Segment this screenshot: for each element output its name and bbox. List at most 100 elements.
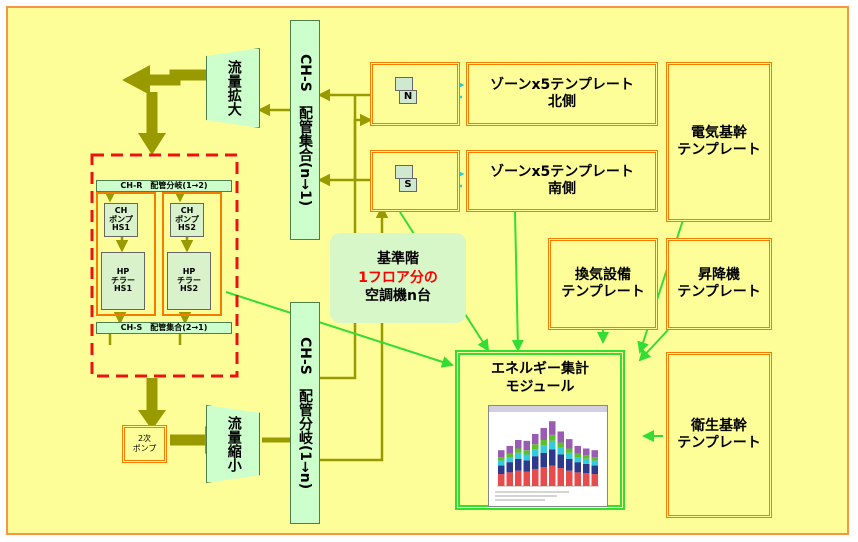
chart-bar-segment bbox=[506, 445, 513, 454]
floor-annotation: 基準階 1フロア分の 空調機n台 bbox=[330, 233, 466, 323]
flow-expand-box: 流量拡大 bbox=[206, 48, 260, 128]
chain-frame-1 bbox=[96, 192, 156, 316]
chart-bar-segment bbox=[523, 460, 530, 472]
chart-bar-segment bbox=[583, 455, 590, 459]
hp-chiller-hs1: HP チラー HS1 bbox=[101, 252, 145, 310]
chart-bar-segment bbox=[566, 448, 573, 453]
chart-bar-segment bbox=[498, 450, 505, 458]
chart-bar-segment bbox=[549, 449, 556, 466]
south-ahu-tag: S bbox=[399, 178, 417, 192]
chart-bar-segment bbox=[498, 460, 505, 466]
chart-bar-segment bbox=[532, 456, 539, 469]
chart-bar-segment bbox=[540, 445, 547, 453]
chart-bar-segment bbox=[506, 453, 513, 458]
sanitary-main-label: 衛生基幹 テンプレート bbox=[677, 417, 761, 452]
heat-source-group-outline bbox=[90, 153, 239, 378]
chain-frame-2 bbox=[162, 192, 222, 316]
ch-pump-hs1-label: CH ポンプ HS1 bbox=[109, 205, 133, 233]
energy-chart bbox=[495, 421, 599, 501]
hp-chiller-hs2-label: HP チラー HS2 bbox=[177, 266, 201, 294]
chs-split-header: CH-S 配管分岐(1→n) bbox=[290, 302, 320, 524]
energy-chart-titlebar bbox=[489, 406, 607, 412]
chart-bar-segment bbox=[591, 460, 598, 466]
flow-expand-label: 流量拡大 bbox=[225, 60, 242, 116]
floor-annotation-line2: 1フロア分の bbox=[358, 269, 438, 286]
hp-chiller-hs1-label: HP チラー HS1 bbox=[111, 266, 135, 294]
north-ahu-tag: N bbox=[399, 90, 417, 104]
floor-annotation-line3: 空調機n台 bbox=[365, 288, 431, 305]
chart-bar-segment bbox=[506, 457, 513, 463]
chs-merge-label: CH-S 配管集合(2→1) bbox=[120, 323, 208, 332]
chart-bar-segment bbox=[557, 447, 564, 455]
secondary-pump-label: 2次 ポンプ bbox=[132, 434, 157, 453]
chart-bar-segment bbox=[583, 473, 590, 486]
chart-bar-segment bbox=[557, 468, 564, 486]
chart-bar-segment bbox=[498, 465, 505, 475]
elevator-template: 昇降機 テンプレート bbox=[666, 238, 772, 330]
chart-bar-segment bbox=[523, 450, 530, 455]
chart-bar-segment bbox=[549, 434, 556, 441]
chart-bar-segment bbox=[591, 457, 598, 461]
chart-bar-segment bbox=[583, 463, 590, 474]
chart-bar-segment bbox=[515, 439, 522, 449]
zone-template-north-label: ゾーンx5テンプレート 北側 bbox=[490, 76, 634, 111]
main-flow-arrows bbox=[122, 65, 290, 454]
chart-bar-segment bbox=[557, 442, 564, 448]
chart-bar-segment bbox=[540, 467, 547, 486]
chs-merge-header: CH-S 配管集合(n→1) bbox=[290, 20, 320, 240]
chart-bar-segment bbox=[574, 453, 581, 458]
chart-bar-segment bbox=[574, 472, 581, 486]
sanitary-main-template: 衛生基幹 テンプレート bbox=[666, 352, 772, 518]
chart-bar-segment bbox=[515, 458, 522, 471]
chart-bar-segment bbox=[549, 421, 556, 435]
chr-split-pipe: CH-R 配管分岐(1→2) bbox=[96, 180, 232, 192]
chart-bar-segment bbox=[532, 444, 539, 450]
chart-bar-segment bbox=[498, 457, 505, 461]
chart-bar-segment bbox=[540, 439, 547, 446]
energy-chart-thumbnail bbox=[488, 405, 608, 507]
chart-bar-segment bbox=[549, 465, 556, 486]
hp-chiller-hs2: HP チラー HS2 bbox=[167, 252, 211, 310]
chart-bar-segment bbox=[506, 462, 513, 473]
chart-bar-segment bbox=[574, 457, 581, 463]
chart-bar-segment bbox=[591, 450, 598, 458]
zone-template-south-label: ゾーンx5テンプレート 南側 bbox=[490, 163, 634, 198]
south-tag-label: S bbox=[404, 178, 412, 190]
chart-bar-segment bbox=[591, 465, 598, 475]
chr-split-label: CH-R 配管分岐(1→2) bbox=[120, 181, 208, 190]
chart-bar-segment bbox=[540, 452, 547, 468]
floor-annotation-line1: 基準階 bbox=[377, 250, 419, 267]
electric-main-template: 電気基幹 テンプレート bbox=[666, 62, 772, 222]
flow-reduce-box: 流量縮小 bbox=[206, 405, 260, 483]
secondary-pump-box: 2次 ポンプ bbox=[122, 425, 167, 463]
ventilation-template: 換気設備 テンプレート bbox=[548, 238, 658, 330]
chart-bar-segment bbox=[532, 449, 539, 457]
chart-bar-segment bbox=[566, 458, 573, 471]
north-tag-label: N bbox=[403, 90, 413, 102]
north-ahu-cube-icon bbox=[395, 77, 413, 91]
chart-bar-segment bbox=[515, 452, 522, 459]
chart-bar-segment bbox=[532, 434, 539, 445]
chart-bar-segment bbox=[515, 448, 522, 453]
chart-bar-segment bbox=[583, 448, 590, 456]
chart-bar-segment bbox=[557, 454, 564, 469]
chart-bar-segment bbox=[523, 471, 530, 486]
north-ahu-box: N bbox=[370, 62, 460, 126]
chs-split-header-label: CH-S 配管分岐(1→n) bbox=[297, 336, 313, 490]
chart-bar-segment bbox=[498, 474, 505, 486]
south-ahu-box: S bbox=[370, 150, 460, 212]
chs-merge-pipe: CH-S 配管集合(2→1) bbox=[96, 322, 232, 334]
ch-pump-hs2-label: CH ポンプ HS2 bbox=[175, 205, 199, 233]
electric-main-label: 電気基幹 テンプレート bbox=[677, 124, 761, 159]
chart-bar-segment bbox=[566, 470, 573, 486]
chs-merge-header-label: CH-S 配管集合(n→1) bbox=[297, 53, 313, 207]
chart-bar-segment bbox=[532, 468, 539, 486]
zone-template-south: ゾーンx5テンプレート 南側 bbox=[466, 150, 658, 212]
elevator-label: 昇降機 テンプレート bbox=[677, 266, 761, 301]
chart-bar-segment bbox=[549, 440, 556, 450]
chart-bar-segment bbox=[583, 458, 590, 464]
south-ahu-cube-icon bbox=[395, 165, 413, 179]
chart-bar-segment bbox=[523, 454, 530, 461]
